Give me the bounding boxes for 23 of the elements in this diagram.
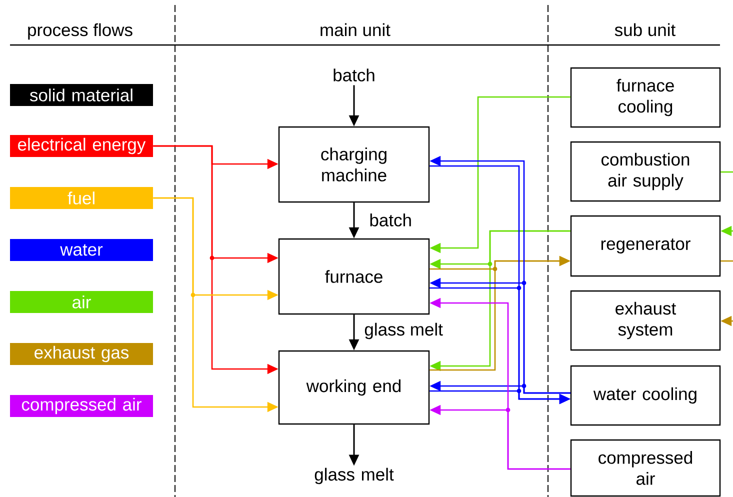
unit-box: working end — [278, 350, 430, 425]
process-flow-box: water — [10, 239, 153, 261]
unit-box: furnace cooling — [570, 67, 721, 128]
unit-box: charging machine — [278, 126, 430, 203]
process-flow-box: compressed air — [10, 395, 153, 417]
process-flow-box: electrical energy — [10, 135, 153, 157]
unit-box: compressed air — [570, 439, 721, 497]
process-flow-box: exhaust gas — [10, 343, 153, 365]
edge-label: glass melt — [363, 322, 444, 340]
process-flow-box: solid material — [10, 84, 153, 106]
unit-box: regenerator — [570, 215, 721, 277]
flow-text: glass melt — [314, 468, 394, 484]
process-flow-box: fuel — [10, 187, 153, 209]
column-heading: main unit — [320, 23, 390, 36]
column-heading: sub unit — [614, 23, 676, 36]
column-heading: process flows — [28, 23, 132, 40]
unit-box: exhaust system — [570, 290, 721, 351]
edge-label: batch — [368, 212, 414, 228]
unit-box: combustion air supply — [570, 141, 721, 202]
process-flow-box: air — [10, 291, 153, 313]
unit-box: water cooling — [570, 365, 721, 426]
unit-box: furnace — [278, 238, 430, 315]
flow-text: batch — [334, 68, 374, 82]
